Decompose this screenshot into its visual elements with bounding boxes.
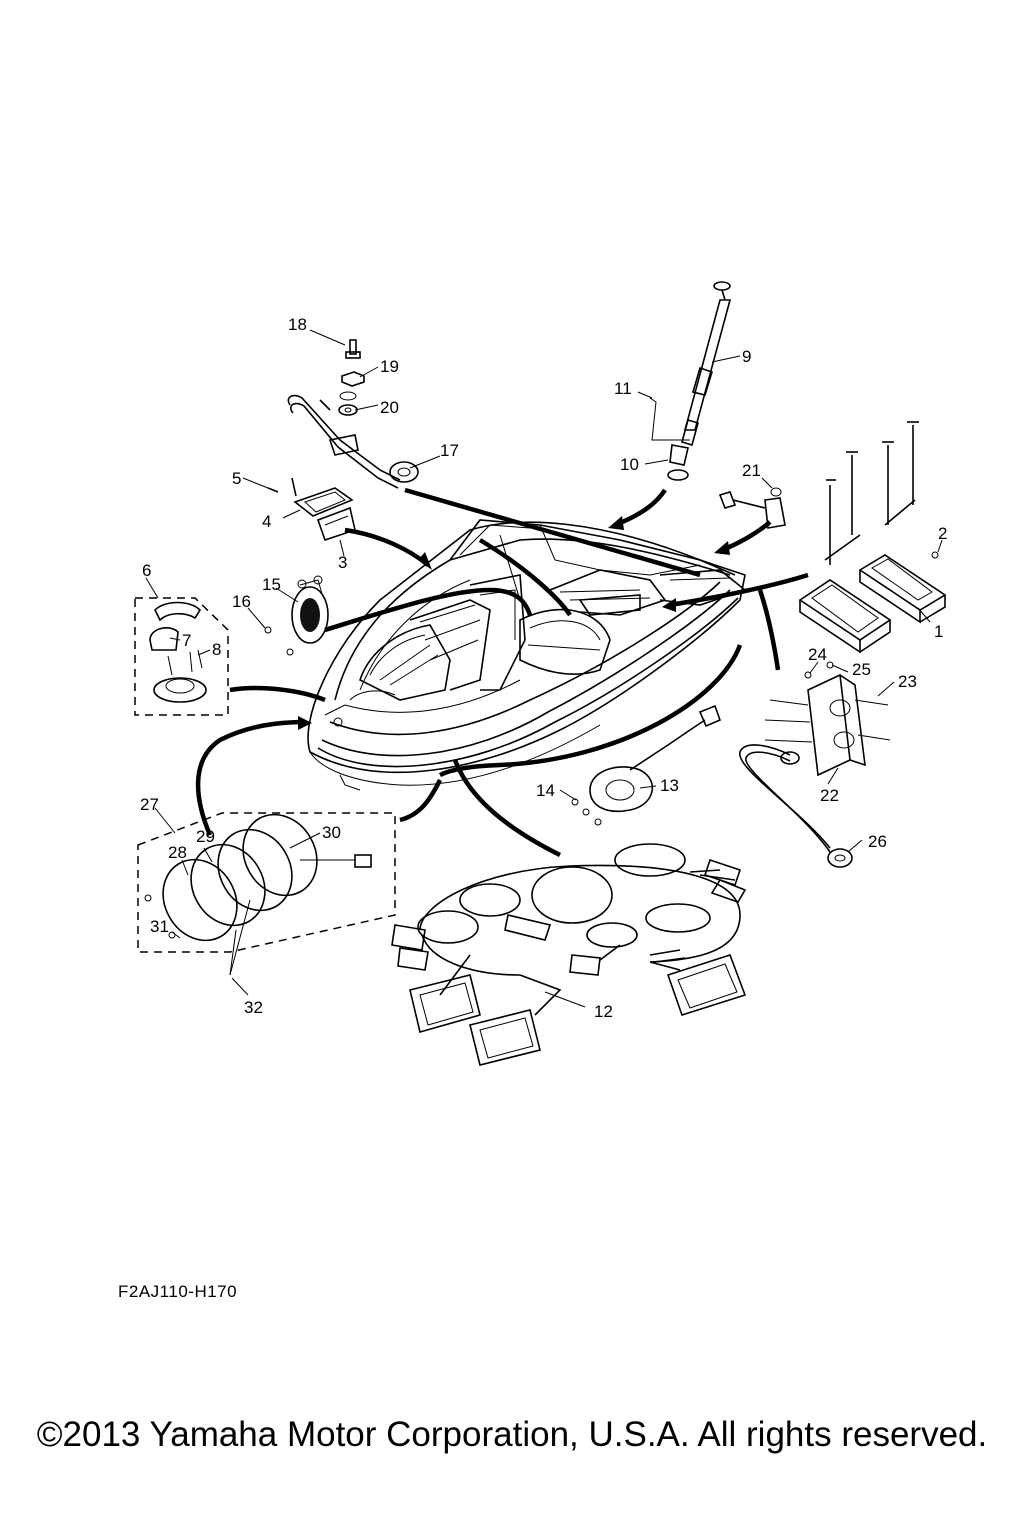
diagram-code: F2AJ110-H170 [118, 1282, 238, 1301]
part-label-9: 9 [742, 347, 751, 366]
wire-harness-12 [391, 843, 747, 1066]
washer-20 [338, 391, 358, 416]
part-label-4: 4 [262, 512, 271, 531]
part-label-31: 31 [150, 917, 169, 936]
light-pole-assembly [649, 281, 732, 481]
boat-hull [307, 519, 747, 791]
copyright-notice: ©2013 Yamaha Motor Corporation, U.S.A. A… [36, 1415, 988, 1454]
part-label-3: 3 [338, 553, 347, 572]
part-label-8: 8 [212, 640, 221, 659]
part-label-11: 11 [614, 379, 632, 398]
battery-trays [798, 421, 947, 654]
part-label-7: 7 [182, 631, 191, 650]
sensor-21 [718, 487, 786, 529]
part-label-25: 25 [852, 660, 871, 679]
part-label-19: 19 [380, 357, 399, 376]
part-label-5: 5 [232, 469, 241, 488]
leader-lines [145, 329, 943, 1008]
part-label-18: 18 [288, 315, 307, 334]
speaker-15 [264, 575, 329, 656]
part-label-20: 20 [380, 398, 399, 417]
part-label-2: 2 [938, 524, 947, 543]
part-number-labels: 1 2 3 4 5 6 7 8 9 10 11 12 13 14 15 16 1… [140, 315, 947, 1021]
part-label-13: 13 [660, 776, 679, 795]
part-label-14: 14 [536, 781, 555, 800]
battery-cable-17 [287, 394, 419, 489]
part-label-12: 12 [594, 1002, 613, 1021]
horn-group [134, 597, 229, 716]
part-label-27: 27 [140, 795, 159, 814]
part-label-1: 1 [934, 622, 943, 641]
part-label-32: 32 [244, 998, 263, 1017]
part-label-26: 26 [868, 832, 887, 851]
part-label-22: 22 [820, 786, 839, 805]
cover-13 [571, 704, 722, 826]
part-label-28: 28 [168, 843, 187, 862]
indicator-arrows [195, 487, 809, 858]
vent-assembly [267, 477, 356, 542]
bolt-18 [345, 339, 361, 359]
switch-box-22 [764, 661, 891, 777]
part-label-10: 10 [620, 455, 639, 474]
part-label-21: 21 [742, 461, 761, 480]
part-label-16: 16 [232, 592, 251, 611]
part-label-29: 29 [196, 827, 215, 846]
nut-19 [341, 371, 365, 387]
part-label-6: 6 [142, 561, 151, 580]
part-label-30: 30 [322, 823, 341, 842]
battery-cable-26 [739, 744, 853, 868]
gauge-group [137, 812, 396, 976]
part-label-15: 15 [262, 575, 281, 594]
part-label-24: 24 [808, 645, 827, 664]
part-label-17: 17 [440, 441, 459, 460]
part-label-23: 23 [898, 672, 917, 691]
